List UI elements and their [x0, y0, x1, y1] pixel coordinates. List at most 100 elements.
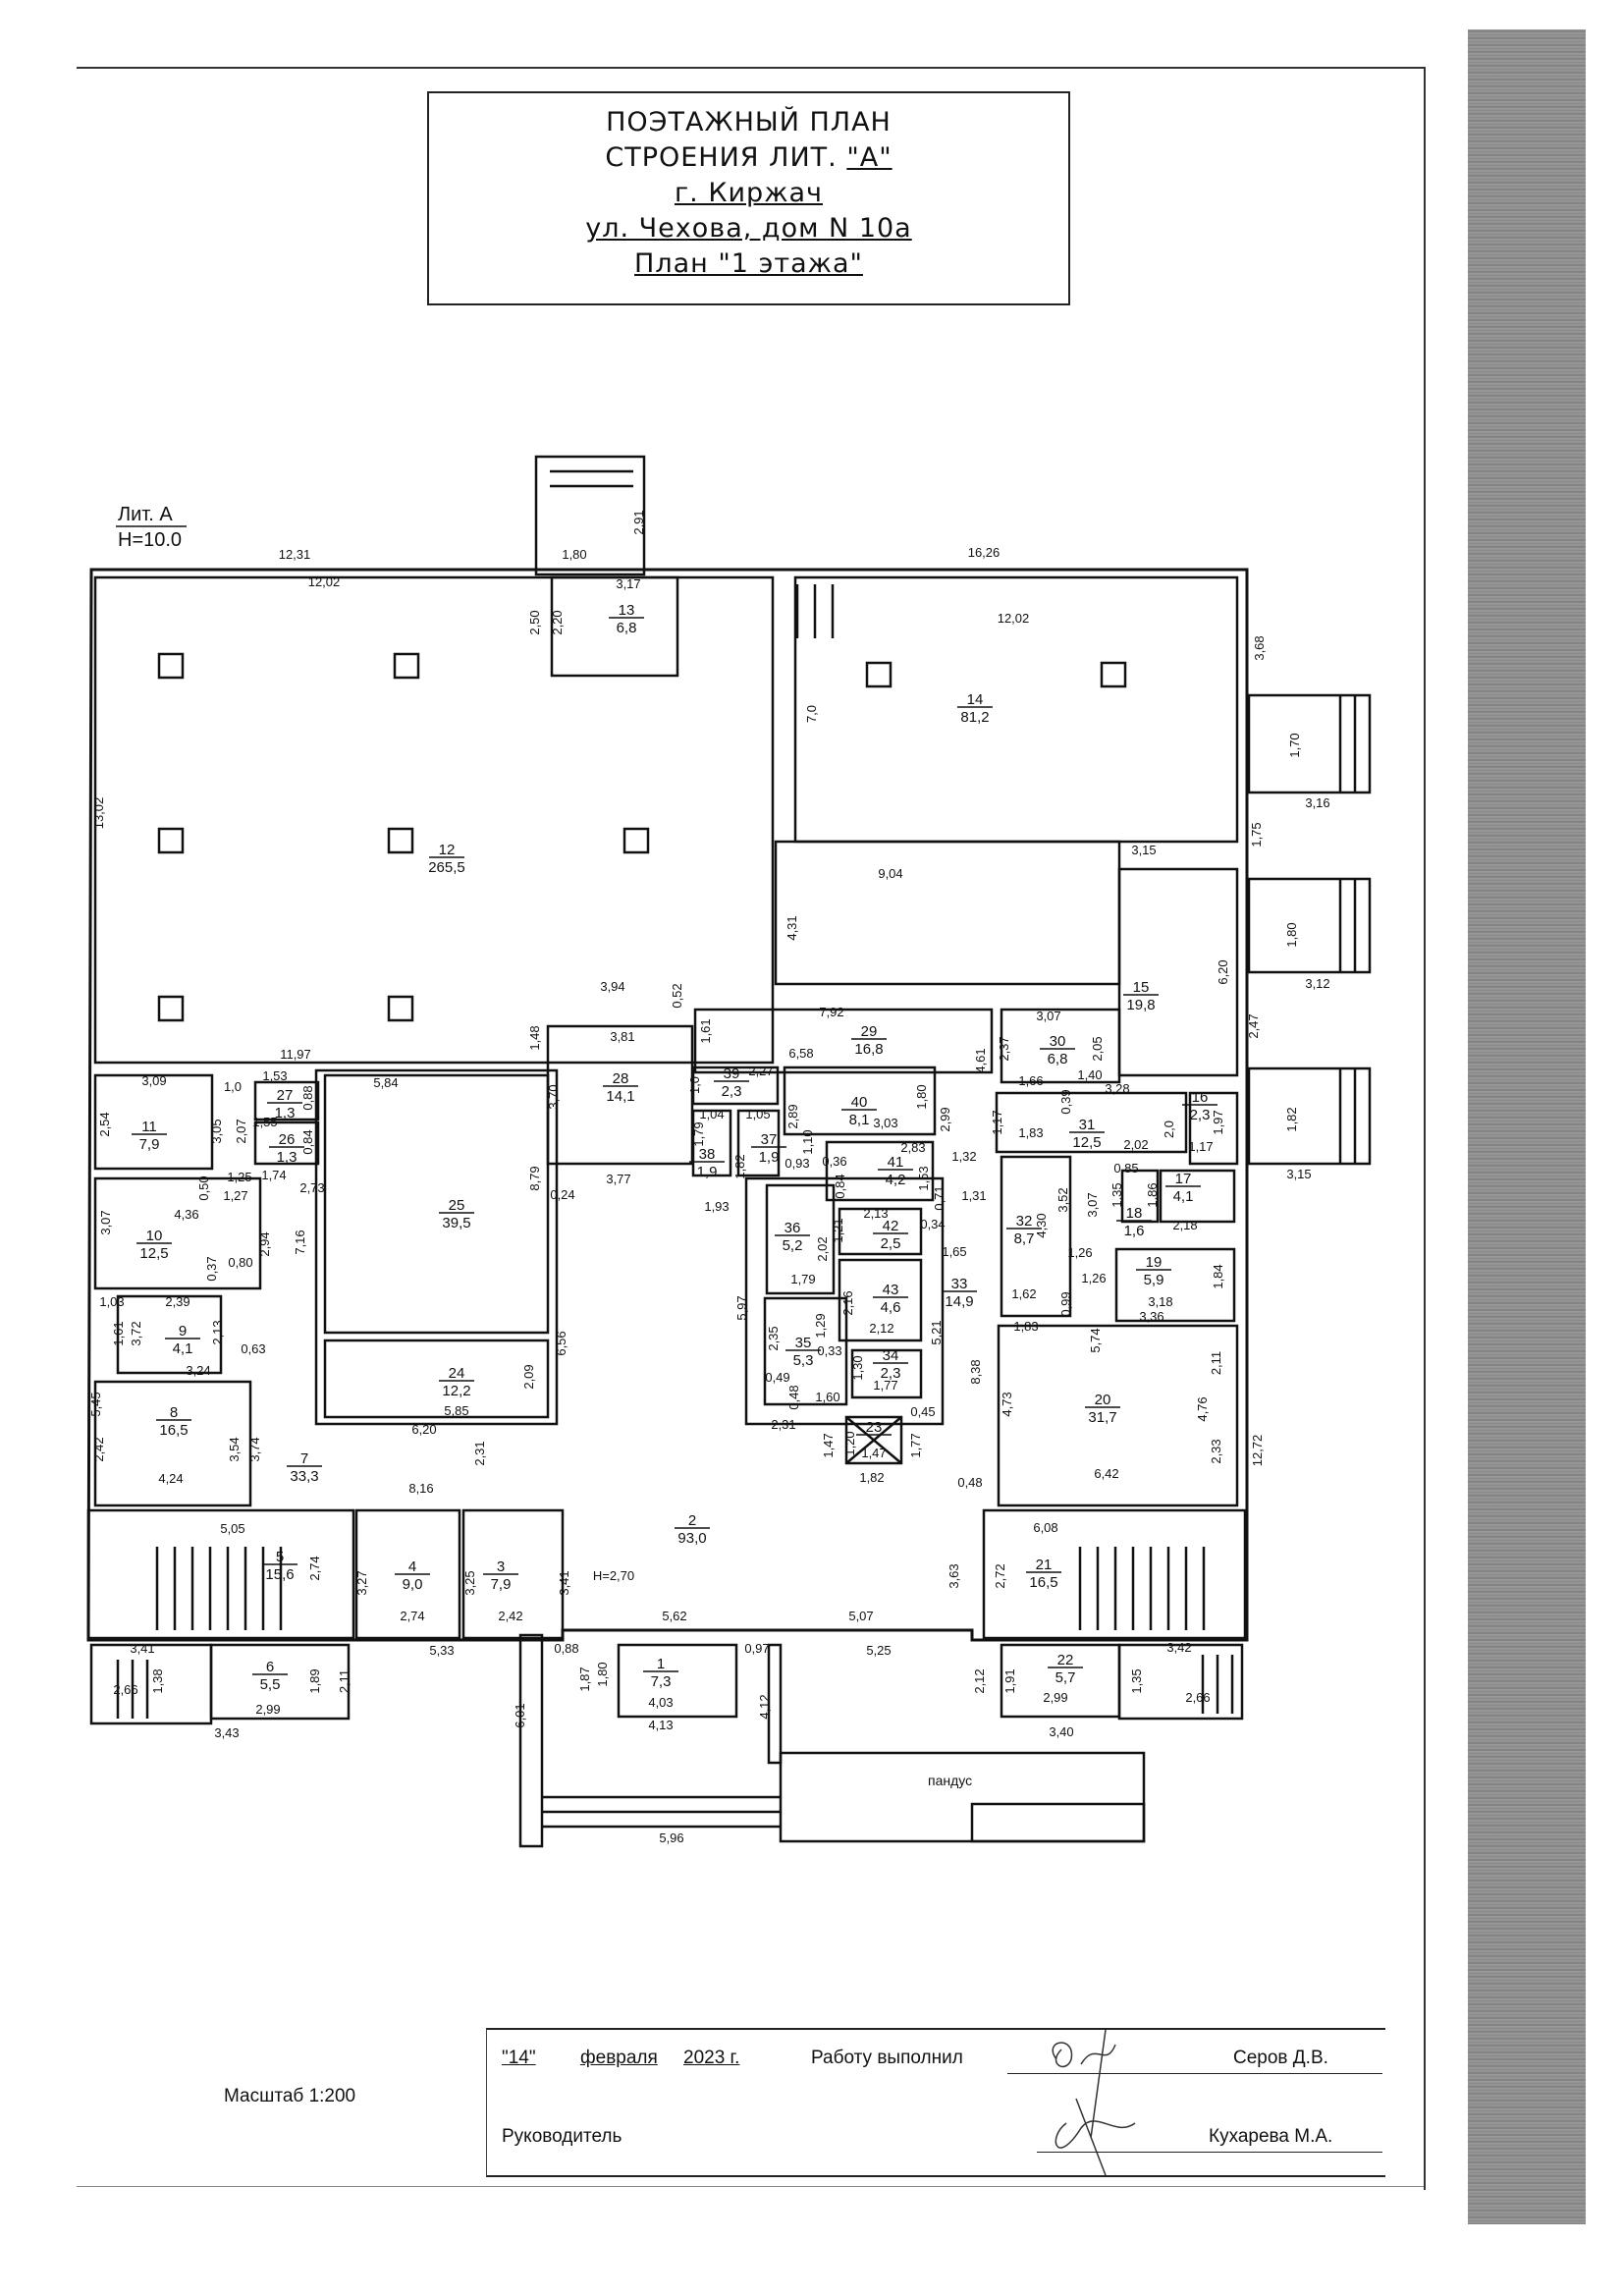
wall — [253, 1121, 320, 1166]
dimension-label: 3,54 — [227, 1437, 242, 1461]
room-number: 22 — [1057, 1652, 1074, 1668]
dimension-label: 2,37 — [997, 1036, 1011, 1061]
dimension-label: 1,35 — [1109, 1182, 1124, 1207]
dimension-label: 5,97 — [734, 1295, 749, 1320]
dimension-label: 0,85 — [1113, 1161, 1138, 1175]
dimension-label: 13,02 — [91, 797, 106, 830]
dimension-label: 1,20 — [842, 1431, 857, 1455]
dimension-label: 2,99 — [1043, 1690, 1067, 1705]
room-number: 8 — [170, 1404, 178, 1421]
title-line1: ПОЭТАЖНЫЙ ПЛАН — [606, 107, 892, 137]
dimension-label: 1,74 — [261, 1168, 286, 1182]
dimension-label: 2,74 — [307, 1556, 322, 1580]
room-number: 14 — [967, 691, 984, 708]
dimension-label: 4,76 — [1195, 1396, 1210, 1421]
dimension-label: 5,45 — [88, 1392, 103, 1416]
dimension-label: 6,56 — [554, 1331, 568, 1355]
dimension-label: 5,96 — [659, 1831, 683, 1845]
room-label-36: 365,2 — [775, 1220, 810, 1254]
wall — [550, 575, 679, 678]
dimension-label: 4,03 — [648, 1695, 673, 1710]
room-label-27: 271,3 — [267, 1087, 302, 1121]
dimension-label: 8,38 — [968, 1359, 983, 1384]
dimension-label: 1,80 — [595, 1662, 610, 1686]
wall — [93, 1073, 214, 1171]
wall — [691, 1066, 780, 1106]
wall — [354, 1508, 461, 1640]
dimension-label: 1,10 — [800, 1129, 815, 1154]
room-label-38: 381,9 — [689, 1146, 725, 1180]
dimension-label: 1,61 — [698, 1018, 713, 1043]
dimension-label: 6,58 — [788, 1046, 813, 1061]
wall — [323, 1339, 550, 1419]
dimension-label: 0,52 — [670, 983, 684, 1008]
dimension-label: 3,07 — [98, 1210, 113, 1234]
room-area: 5,5 — [260, 1676, 281, 1693]
room-area: 31,7 — [1088, 1409, 1116, 1426]
wall — [1000, 1155, 1072, 1318]
wall — [116, 1294, 223, 1375]
wall — [314, 1068, 559, 1426]
wall — [1247, 1066, 1372, 1166]
wall — [850, 1348, 923, 1399]
dimension-label: 3,41 — [557, 1570, 571, 1595]
dimension-label: 3,68 — [1252, 635, 1267, 660]
room-area: 33,3 — [290, 1468, 318, 1485]
dimension-label: 1,80 — [562, 547, 586, 562]
wall — [1247, 693, 1372, 794]
dimension-label: 1,87 — [577, 1667, 592, 1691]
room-number: 43 — [883, 1282, 899, 1298]
wall — [93, 1176, 262, 1290]
dimension-label: 2,11 — [337, 1669, 352, 1693]
room-label-9: 94,1 — [165, 1323, 200, 1357]
room-number: 9 — [179, 1323, 187, 1339]
room-number: 40 — [851, 1094, 868, 1111]
dimension-label: 1,66 — [1018, 1073, 1043, 1088]
room-label-1: 17,3 — [643, 1656, 678, 1690]
dimension-label: 0,24 — [550, 1187, 574, 1202]
dimension-label: 2,73 — [299, 1180, 324, 1195]
wall — [617, 1643, 738, 1719]
scale-label: Масштаб 1:200 — [224, 2086, 356, 2106]
dimension-label: 4,24 — [158, 1471, 183, 1486]
dimension-label: 1,35 — [1129, 1668, 1144, 1693]
wall — [518, 1633, 544, 1848]
performer-name: Серов Д.В. — [1233, 2048, 1328, 2068]
scan-edge-stripe — [1468, 29, 1586, 2224]
room-label-39: 392,3 — [714, 1066, 749, 1100]
wall — [1117, 1643, 1244, 1721]
sheet-frame-bottom — [77, 2186, 1424, 2187]
dimension-label: 3,27 — [354, 1570, 369, 1595]
wall — [693, 1008, 994, 1074]
signature-icon — [1052, 2030, 1136, 2175]
dimension-label: 6,01 — [513, 1703, 527, 1727]
dimension-label: 2,42 — [91, 1437, 106, 1461]
room-area: 6,8 — [617, 620, 637, 636]
dimension-label: 12,02 — [308, 574, 341, 589]
dimension-label: 3,42 — [1166, 1640, 1191, 1655]
wall — [995, 1091, 1188, 1154]
dimension-label: 2,89 — [785, 1104, 800, 1128]
room-label-35: 355,3 — [785, 1335, 821, 1369]
dimension-label: 3,24 — [186, 1363, 210, 1378]
dimension-label: 0,84 — [833, 1174, 847, 1198]
room-area: 15,6 — [265, 1566, 294, 1583]
wall — [1000, 1008, 1121, 1084]
dimension-label: 0,97 — [744, 1641, 769, 1656]
wall — [767, 1643, 783, 1765]
column — [865, 661, 893, 688]
room-label-3: 37,9 — [483, 1558, 518, 1593]
dimension-label: 3,03 — [873, 1116, 897, 1130]
dimension-label: 5,74 — [1088, 1328, 1103, 1352]
room-label-32: 328,7 — [1006, 1213, 1042, 1247]
column — [157, 652, 185, 680]
dimension-label: 2,47 — [1246, 1013, 1261, 1038]
wall — [763, 1296, 848, 1406]
column — [622, 827, 650, 854]
dimension-label: 1,53 — [916, 1166, 931, 1190]
room-label-8: 816,5 — [156, 1404, 191, 1439]
dimension-label: 3,40 — [1049, 1724, 1073, 1739]
dimension-label: 3,41 — [130, 1641, 154, 1656]
dimension-label: 6,20 — [411, 1422, 436, 1437]
